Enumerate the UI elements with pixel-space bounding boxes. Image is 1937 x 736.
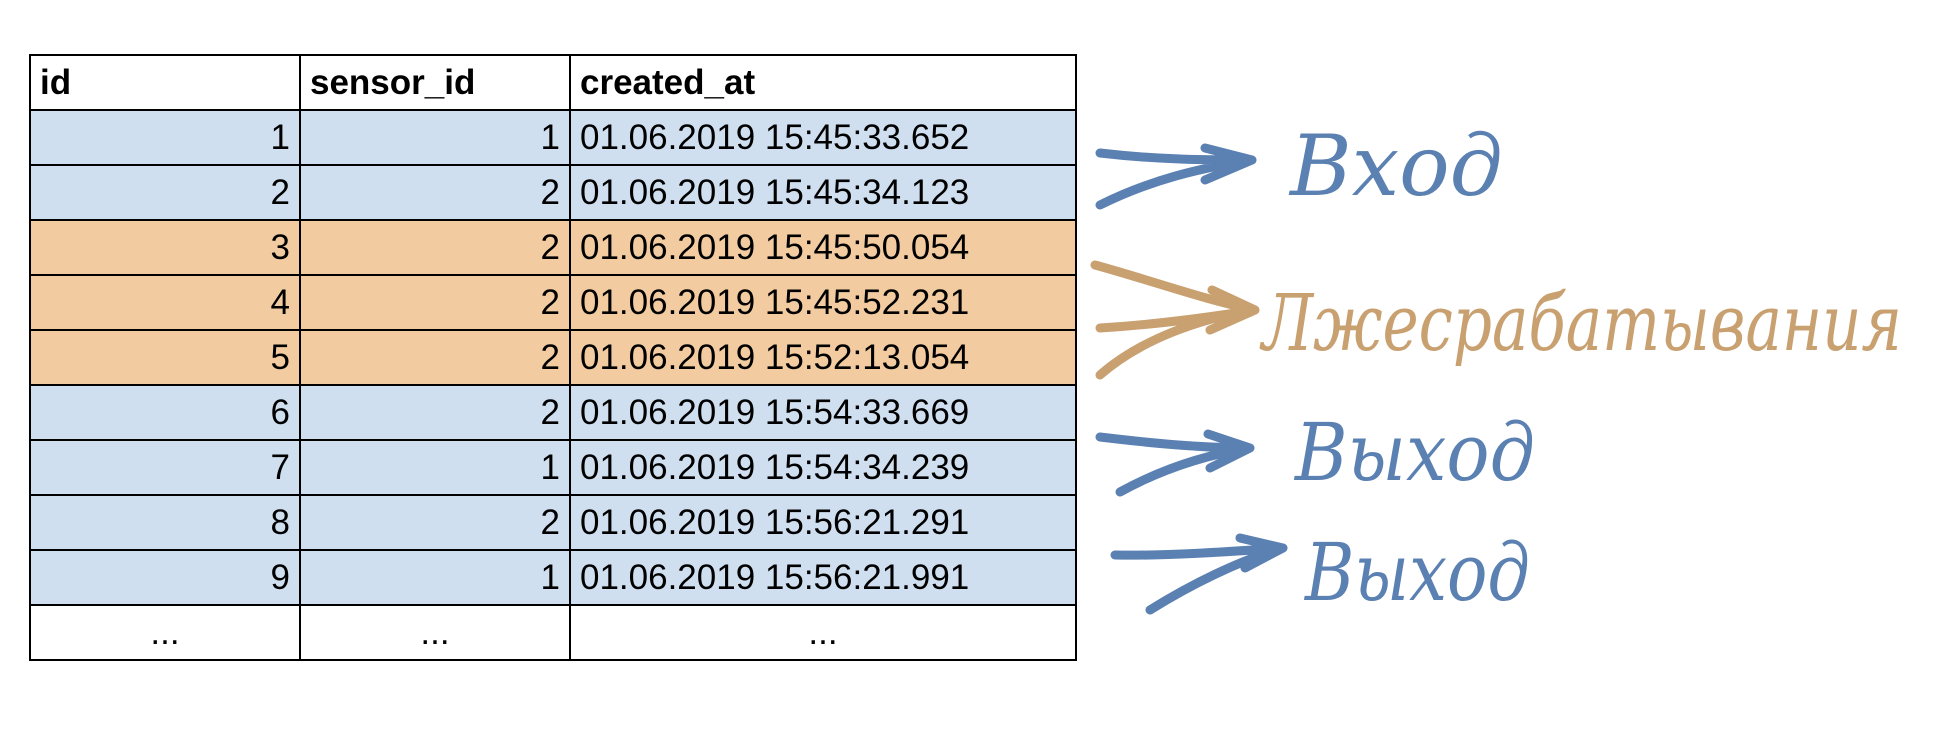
annotation-exit: Выход	[1303, 526, 1530, 619]
cell-created-at: 01.06.2019 15:54:34.239	[569, 439, 1077, 496]
cell-created-at: 01.06.2019 15:56:21.991	[569, 549, 1077, 606]
annotation-false-triggers: Лжесрабатывания	[1259, 279, 1902, 369]
annotation-entry: Вход	[1288, 117, 1503, 215]
column-header-created-at: created_at	[569, 54, 1077, 111]
arrow-icon	[1095, 429, 1255, 497]
cell-created-at: 01.06.2019 15:52:13.054	[569, 329, 1077, 386]
arrow-icon	[1095, 143, 1257, 210]
cell-id: 3	[29, 219, 301, 276]
cell-sensor-id: 2	[299, 219, 571, 276]
table-row-ellipsis: .........	[29, 604, 1077, 661]
cell-created-at: 01.06.2019 15:45:50.054	[569, 219, 1077, 276]
cell-created-at: 01.06.2019 15:45:34.123	[569, 164, 1077, 221]
cell-sensor-id: 1	[299, 549, 571, 606]
arrow-icon	[1110, 533, 1288, 615]
header-row: id sensor_id created_at	[29, 54, 1077, 111]
cell-sensor-id: 2	[299, 164, 571, 221]
cell-id: 6	[29, 384, 301, 441]
column-header-id: id	[29, 54, 301, 111]
cell-created-at: 01.06.2019 15:54:33.669	[569, 384, 1077, 441]
cell-id: 4	[29, 274, 301, 331]
cell-created-at: 01.06.2019 15:56:21.291	[569, 494, 1077, 551]
column-header-sensor-id: sensor_id	[299, 54, 571, 111]
cell-sensor-id: 2	[299, 274, 571, 331]
cell-id: 2	[29, 164, 301, 221]
cell-id: 1	[29, 109, 301, 166]
cell-sensor-id: 2	[299, 494, 571, 551]
cell-sensor-id: 2	[299, 384, 571, 441]
cell-sensor-id: 2	[299, 329, 571, 386]
cell-sensor-id: 1	[299, 109, 571, 166]
cell-id: 5	[29, 329, 301, 386]
cell-id: 7	[29, 439, 301, 496]
annotation-exit: Выход	[1293, 406, 1535, 499]
cell-ellipsis: ...	[29, 604, 301, 661]
cell-created-at: 01.06.2019 15:45:33.652	[569, 109, 1077, 166]
cell-id: 8	[29, 494, 301, 551]
cell-ellipsis: ...	[569, 604, 1077, 661]
arrow-icon	[1090, 260, 1260, 380]
cell-sensor-id: 1	[299, 439, 571, 496]
cell-ellipsis: ...	[299, 604, 571, 661]
cell-created-at: 01.06.2019 15:45:52.231	[569, 274, 1077, 331]
cell-id: 9	[29, 549, 301, 606]
